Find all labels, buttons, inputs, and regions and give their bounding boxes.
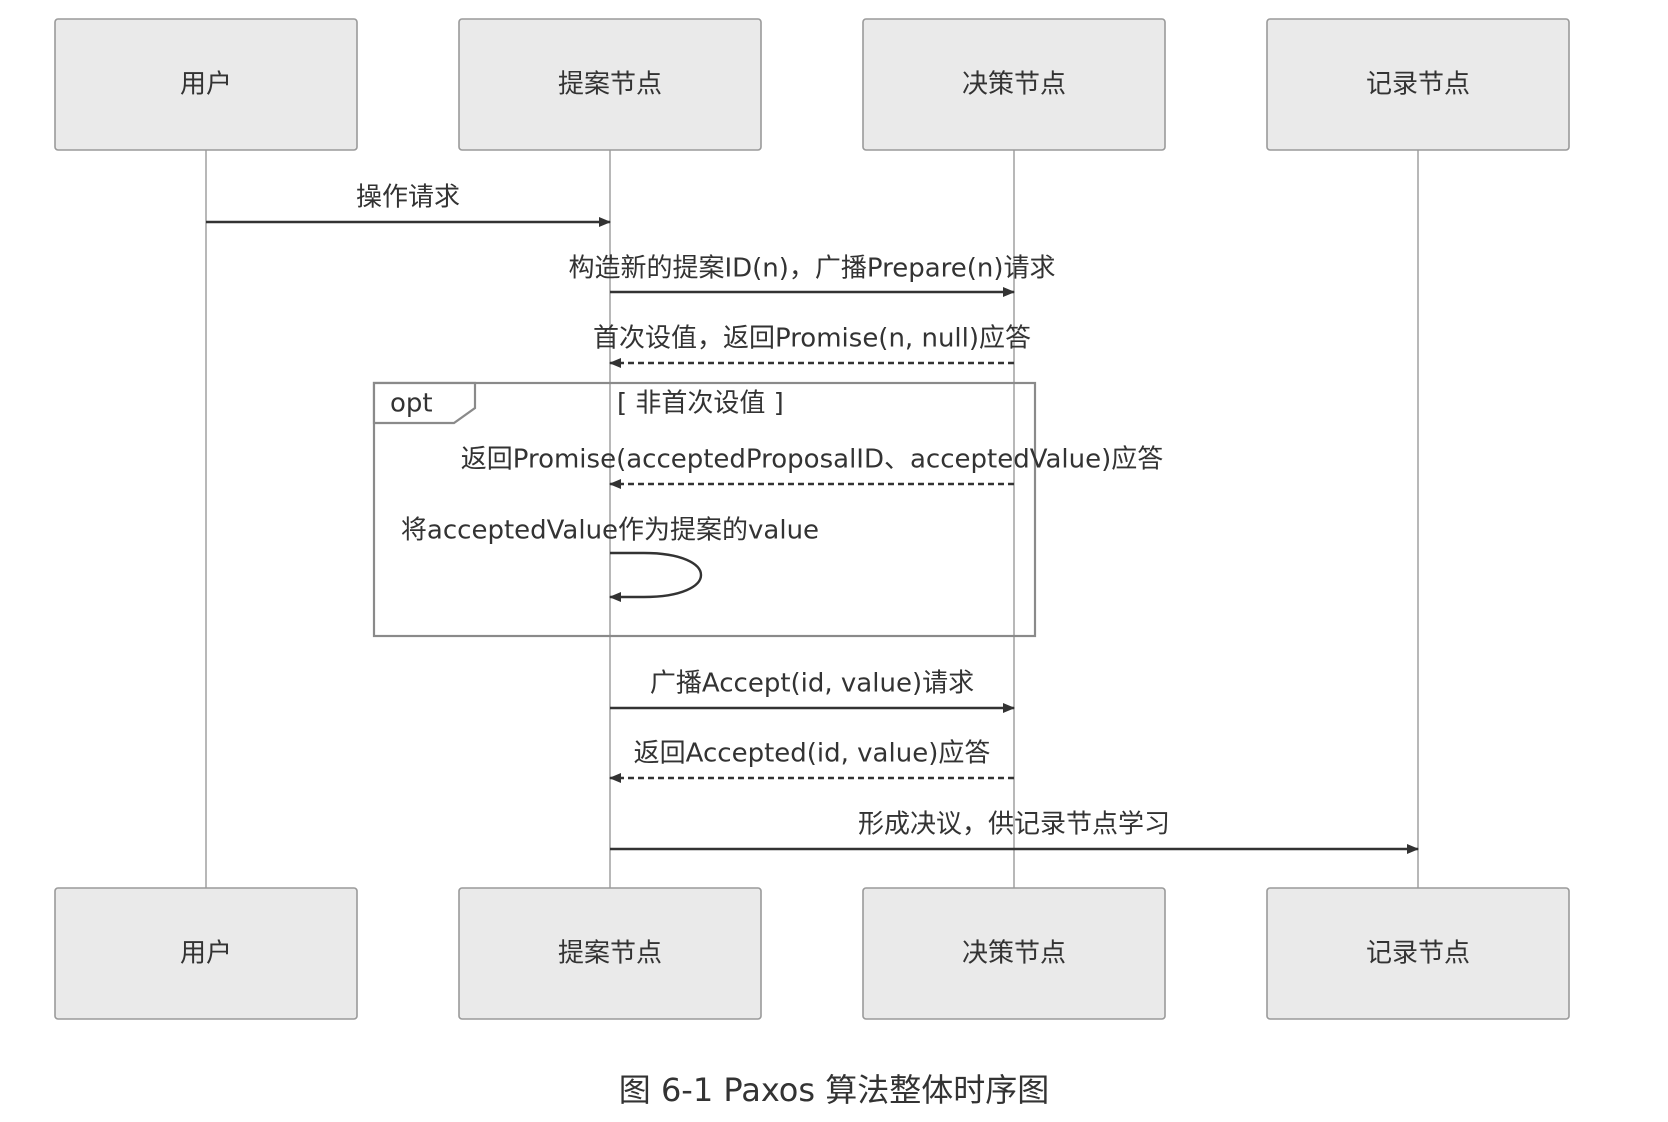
participant-bottom-user: 用户 (54, 887, 358, 1020)
participant-label: 记录节点 (1366, 939, 1470, 969)
message-self-set-value: 将acceptedValue作为提案的value (401, 516, 819, 602)
message-operation-request: 操作请求 (206, 183, 611, 227)
message-learn-decision: 形成决议，供记录节点学习 (610, 810, 1419, 854)
message-promise-null: 首次设值，返回Promise(n, null)应答 (593, 324, 1031, 368)
message-accepted-reply: 返回Accepted(id, value)应答 (609, 739, 1014, 783)
fragment-tab (372, 381, 477, 425)
participant-label: 用户 (180, 939, 232, 969)
opt-fragment: opt [ 非首次设值 ] (372, 381, 1037, 638)
participant-label: 决策节点 (962, 939, 1066, 969)
message-label: 构造新的提案ID(n)，广播Prepare(n)请求 (568, 254, 1055, 284)
fragment-operator: opt (390, 389, 433, 419)
fragment-guard: [ 非首次设值 ] (617, 389, 784, 419)
participant-bottom-learner: 记录节点 (1266, 887, 1570, 1020)
message-accept-request: 广播Accept(id, value)请求 (610, 669, 1015, 713)
participant-label: 决策节点 (962, 70, 1066, 100)
message-label: 返回Promise(acceptedProposalID、acceptedVal… (461, 445, 1164, 475)
message-label: 形成决议，供记录节点学习 (858, 810, 1170, 840)
participant-top-proposer: 提案节点 (458, 18, 762, 151)
message-label: 操作请求 (356, 183, 460, 213)
message-label: 将acceptedValue作为提案的value (401, 516, 819, 546)
participant-top-acceptor: 决策节点 (862, 18, 1166, 151)
participant-bottom-acceptor: 决策节点 (862, 887, 1166, 1020)
message-prepare-request: 构造新的提案ID(n)，广播Prepare(n)请求 (568, 254, 1056, 297)
participant-top-learner: 记录节点 (1266, 18, 1570, 151)
message-label: 返回Accepted(id, value)应答 (634, 739, 991, 769)
participant-label: 用户 (180, 70, 232, 100)
message-promise-accepted: 返回Promise(acceptedProposalID、acceptedVal… (461, 445, 1164, 489)
participant-label: 提案节点 (558, 70, 662, 100)
participant-label: 记录节点 (1366, 70, 1470, 100)
figure-caption: 图 6-1 Paxos 算法整体时序图 (618, 1071, 1050, 1109)
message-label: 广播Accept(id, value)请求 (650, 669, 974, 699)
participant-bottom-proposer: 提案节点 (458, 887, 762, 1020)
participant-label: 提案节点 (558, 939, 662, 969)
message-label: 首次设值，返回Promise(n, null)应答 (593, 324, 1031, 354)
participant-top-user: 用户 (54, 18, 358, 151)
